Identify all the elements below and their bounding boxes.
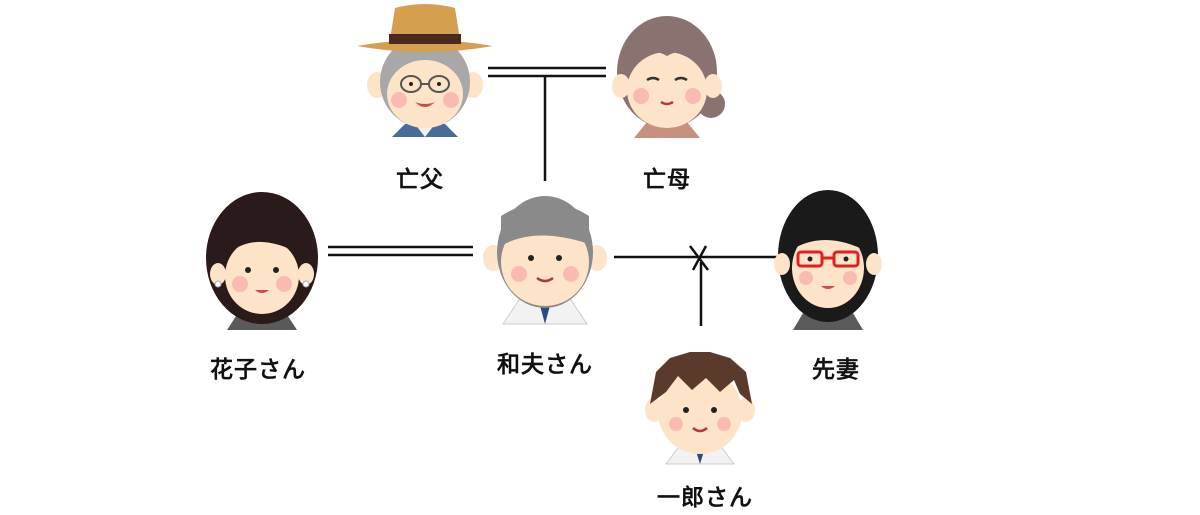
marriage-line-parents	[488, 66, 606, 78]
ichiro-label: 一郎さん	[657, 485, 753, 511]
hanako-label: 花子さん	[210, 357, 306, 383]
father-avatar	[357, 4, 493, 137]
former-wife-avatar	[774, 190, 882, 330]
mother-label: 亡母	[643, 167, 691, 193]
hanako-avatar	[206, 192, 318, 330]
divorce-mark	[689, 245, 709, 271]
marriage-line-hanako	[328, 245, 473, 257]
kazuo-label: 和夫さん	[497, 352, 593, 378]
kazuo-avatar	[483, 196, 607, 325]
ichiro-avatar	[645, 352, 755, 465]
former-wife-label: 先妻	[812, 357, 860, 383]
father-label: 亡父	[396, 167, 444, 193]
mother-avatar	[612, 16, 725, 138]
